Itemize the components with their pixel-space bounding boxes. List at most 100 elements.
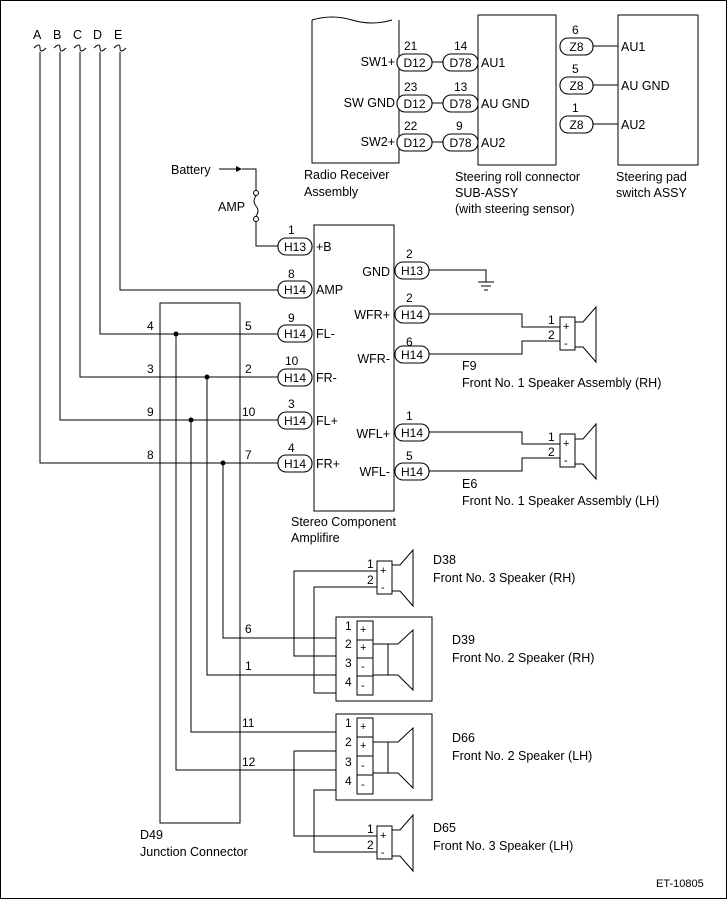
d38-speaker-icon	[392, 548, 414, 608]
junction-left-pin-8: 8	[147, 448, 154, 462]
stereo-amplifier-box	[313, 224, 395, 512]
amp-pin-wfl-minus: WFL-	[359, 465, 390, 479]
z8-connectors: 6 Z8 5 Z8 1 Z8	[559, 23, 618, 134]
junction-internal-wires	[173, 331, 336, 771]
roll-connector-name-3: (with steering sensor)	[455, 202, 575, 216]
d65-speaker-icon	[392, 813, 414, 873]
d66-pin-2: 2	[345, 735, 352, 749]
e6-pin-2: 2	[548, 445, 555, 459]
bus-wires	[39, 52, 278, 464]
d39-pin-1: 1	[345, 619, 352, 633]
steering-pad-name-2: switch ASSY	[616, 186, 688, 200]
fuse-terminal-bottom	[253, 216, 259, 222]
amplifier-name-1: Stereo Component	[291, 515, 396, 529]
amp-pin-num-10: 10	[285, 354, 299, 368]
junction-left-pin-4: 4	[147, 319, 154, 333]
wire-d38-1	[293, 570, 377, 657]
d66-pin-4: 4	[345, 774, 352, 788]
e6-pin-1: 1	[548, 430, 555, 444]
bus-letter-group: A B C D E	[33, 28, 122, 42]
speaker-d66: 1 2 3 4 + + - - D66 Front No. 2 Speaker …	[335, 713, 592, 801]
h14-label-fl-plus: H14	[284, 414, 306, 428]
amp-pin-num-wfr-plus: 2	[406, 291, 413, 305]
z8-pin-6: 6	[572, 23, 579, 37]
d78-pin-9: 9	[456, 119, 463, 133]
d12-pin-23: 23	[404, 80, 418, 94]
d78-label-2: D78	[449, 97, 471, 111]
d12-label-2: D12	[403, 97, 425, 111]
amp-right-pins: GND 2 H13 WFR+ 2 H14 WFR- 6 H14 WFL+ 1 H…	[354, 247, 494, 481]
steering-pad-name-1: Steering pad	[616, 170, 687, 184]
z8-pin-5: 5	[572, 62, 579, 76]
junction-left-pin-9: 9	[147, 405, 154, 419]
f9-minus: -	[564, 338, 568, 350]
wire-d38-2	[313, 586, 377, 694]
bus-letter-a: A	[33, 28, 42, 42]
d39-speaker-icon	[373, 628, 414, 692]
speaker-d65: 1 2 + - D65 Front No. 3 Speaker (LH)	[367, 813, 573, 873]
wire-wfl-plus	[429, 431, 560, 445]
battery-label: Battery	[171, 163, 211, 177]
wire-wfl-minus	[429, 457, 560, 472]
amp-pin-gnd: GND	[362, 265, 390, 279]
d65-id: D65	[433, 821, 456, 835]
amp-pin-amp: AMP	[316, 283, 343, 297]
f9-terminal-block	[559, 316, 576, 351]
h14-label-amp: H14	[284, 283, 306, 297]
h14-label-fr-minus: H14	[284, 371, 306, 385]
d78-pin-13: 13	[454, 80, 468, 94]
bus-letter-c: C	[73, 28, 82, 42]
roll-pin-au1: AU1	[481, 56, 505, 70]
amp-pin-b: +B	[316, 240, 332, 254]
h14-connector-fl-minus	[277, 324, 313, 343]
h14-label-wfr-minus: H14	[401, 348, 423, 362]
d65-name: Front No. 3 Speaker (LH)	[433, 839, 573, 853]
radio-pin-sw1: SW1+	[361, 55, 395, 69]
junction-right-pin-11: 11	[242, 716, 255, 730]
amp-pin-num-1: 1	[288, 223, 295, 237]
amp-pin-fr-minus: FR-	[316, 371, 337, 385]
radio-pin-swgnd: SW GND	[344, 96, 395, 110]
wire-d65-2	[313, 789, 377, 853]
bus-letter-e: E	[114, 28, 122, 42]
d39-minus-2: -	[361, 680, 365, 692]
d66-pin-3: 3	[345, 755, 352, 769]
f9-pin-1: 1	[548, 313, 555, 327]
junction-right-pin-2: 2	[245, 362, 252, 376]
d38-name: Front No. 3 Speaker (RH)	[433, 571, 575, 585]
roll-pin-au2: AU2	[481, 136, 505, 150]
amp-pin-num-3: 3	[288, 397, 295, 411]
d39-pin-4: 4	[345, 675, 352, 689]
e6-id: E6	[462, 477, 477, 491]
h13-connector-b	[277, 237, 313, 256]
radio-receiver-name-2: Assembly	[304, 185, 359, 199]
d12-label-3: D12	[403, 136, 425, 150]
radio-row-swgnd: SW GND 23 13 D12 D78 AU GND	[344, 80, 530, 113]
d78-label-1: D78	[449, 56, 471, 70]
figure-code: ET-10805	[656, 878, 704, 890]
d65-minus: -	[381, 847, 385, 859]
d66-pin-1: 1	[345, 716, 352, 730]
d39-pin-2: 2	[345, 637, 352, 651]
d65-terminal-block	[376, 825, 393, 860]
amp-left-pins: 1 H13 +B 8 H14 AMP 9 H14 FL- 10 H14 FR- …	[277, 223, 343, 473]
d12-label-1: D12	[403, 56, 425, 70]
d66-plus-1: +	[360, 721, 366, 733]
speaker-f9: 1 2 + - F9 Front No. 1 Speaker Assembly …	[462, 305, 661, 390]
h14-label-fl-minus: H14	[284, 327, 306, 341]
junction-left-pin-3: 3	[147, 362, 154, 376]
pad-pin-augnd: AU GND	[621, 79, 670, 93]
f9-id: F9	[462, 359, 477, 373]
d39-frame	[335, 616, 433, 702]
h14-label-wfl-minus: H14	[401, 465, 423, 479]
h14-label-fr-plus: H14	[284, 457, 306, 471]
bus-letter-b: B	[53, 28, 61, 42]
bus-letter-d: D	[93, 28, 102, 42]
e6-terminal-block	[559, 433, 576, 468]
f9-name: Front No. 1 Speaker Assembly (RH)	[462, 376, 661, 390]
d38-pin-2: 2	[367, 573, 374, 587]
amp-pin-wfr-plus: WFR+	[354, 308, 390, 322]
battery-arrow-head	[236, 166, 242, 172]
d78-label-3: D78	[449, 136, 471, 150]
